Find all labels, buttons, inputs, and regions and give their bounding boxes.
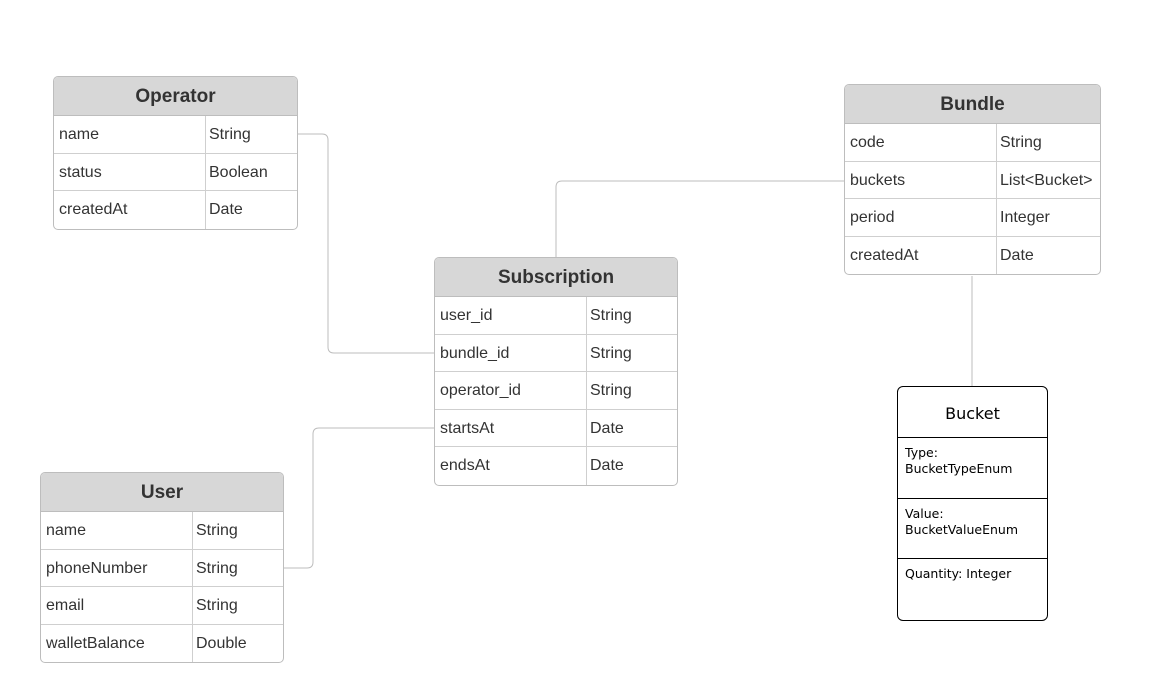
field-type: String bbox=[590, 382, 632, 399]
operator-row-status: status Boolean bbox=[54, 153, 297, 191]
field-type: Double bbox=[196, 634, 247, 652]
field-name: walletBalance bbox=[41, 624, 193, 662]
field-name: buckets bbox=[845, 161, 997, 198]
bucket-value-value: BucketValueEnum bbox=[905, 522, 1019, 537]
subscription-row-endsat: endsAt Date bbox=[435, 447, 677, 485]
user-entity[interactable]: User name String phoneNumber String emai… bbox=[40, 472, 284, 663]
bundle-row-code: code String bbox=[845, 124, 1100, 162]
field-type: Date bbox=[590, 457, 624, 474]
field-type: List<Bucket> bbox=[1000, 171, 1093, 189]
user-row-email: email String bbox=[41, 587, 283, 625]
bundle-title: Bundle bbox=[845, 85, 1100, 124]
subscription-row-startsat: startsAt Date bbox=[435, 409, 677, 447]
bucket-quantity-text: Quantity: Integer bbox=[905, 566, 1012, 581]
field-type: String bbox=[209, 126, 251, 143]
field-type: Date bbox=[1000, 246, 1034, 264]
connector-operator-subscription bbox=[298, 133, 434, 354]
subscription-row-user-id: user_id String bbox=[435, 297, 677, 335]
field-type: String bbox=[196, 559, 238, 577]
field-type: String bbox=[196, 597, 238, 614]
user-row-phonenumber: phoneNumber String bbox=[41, 549, 283, 587]
bundle-row-period: period Integer bbox=[845, 199, 1100, 237]
operator-entity[interactable]: Operator name String status Boolean crea… bbox=[53, 76, 298, 230]
bundle-row-buckets: buckets List<Bucket> bbox=[845, 161, 1100, 199]
field-name: bundle_id bbox=[435, 334, 587, 371]
bucket-attr-type: Type: BucketTypeEnum bbox=[898, 438, 1047, 499]
field-type: Date bbox=[209, 201, 243, 218]
field-name: code bbox=[845, 124, 997, 161]
operator-row-name: name String bbox=[54, 116, 297, 154]
field-name: endsAt bbox=[435, 447, 587, 485]
field-name: startsAt bbox=[435, 409, 587, 446]
bucket-title: Bucket bbox=[898, 387, 1047, 438]
operator-row-createdat: createdAt Date bbox=[54, 191, 297, 229]
subscription-entity[interactable]: Subscription user_id String bundle_id St… bbox=[434, 257, 678, 486]
bundle-row-createdat: createdAt Date bbox=[845, 236, 1100, 274]
bucket-attr-value: Value: BucketValueEnum bbox=[898, 499, 1047, 559]
field-name: status bbox=[54, 153, 206, 190]
field-name: operator_id bbox=[435, 372, 587, 409]
field-type: Date bbox=[590, 419, 624, 437]
field-name: email bbox=[41, 587, 193, 624]
connector-user-subscription bbox=[284, 427, 434, 569]
field-type: Integer bbox=[1000, 209, 1050, 226]
field-name: createdAt bbox=[54, 191, 206, 229]
field-name: createdAt bbox=[845, 236, 997, 274]
subscription-row-bundle-id: bundle_id String bbox=[435, 334, 677, 372]
field-type: String bbox=[1000, 134, 1042, 151]
field-type: String bbox=[590, 307, 632, 324]
field-type: Boolean bbox=[209, 163, 268, 181]
field-name: user_id bbox=[435, 297, 587, 334]
bucket-attr-quantity: Quantity: Integer bbox=[898, 559, 1047, 620]
bundle-entity[interactable]: Bundle code String buckets List<Bucket> … bbox=[844, 84, 1101, 275]
field-type: String bbox=[590, 344, 632, 362]
user-row-walletbalance: walletBalance Double bbox=[41, 624, 283, 662]
bucket-type-value: BucketTypeEnum bbox=[905, 461, 1013, 476]
field-name: name bbox=[41, 512, 193, 549]
connector-bundle-subscription bbox=[555, 180, 844, 257]
operator-title: Operator bbox=[54, 77, 297, 116]
user-row-name: name String bbox=[41, 512, 283, 550]
field-name: period bbox=[845, 199, 997, 236]
subscription-title: Subscription bbox=[435, 258, 677, 297]
field-type: String bbox=[196, 522, 238, 539]
subscription-row-operator-id: operator_id String bbox=[435, 372, 677, 410]
user-title: User bbox=[41, 473, 283, 512]
field-name: name bbox=[54, 116, 206, 153]
bucket-type-label: Type: bbox=[905, 445, 938, 460]
field-name: phoneNumber bbox=[41, 549, 193, 586]
bucket-class-box[interactable]: Bucket Type: BucketTypeEnum Value: Bucke… bbox=[897, 386, 1048, 621]
bucket-value-label: Value: bbox=[905, 506, 944, 521]
